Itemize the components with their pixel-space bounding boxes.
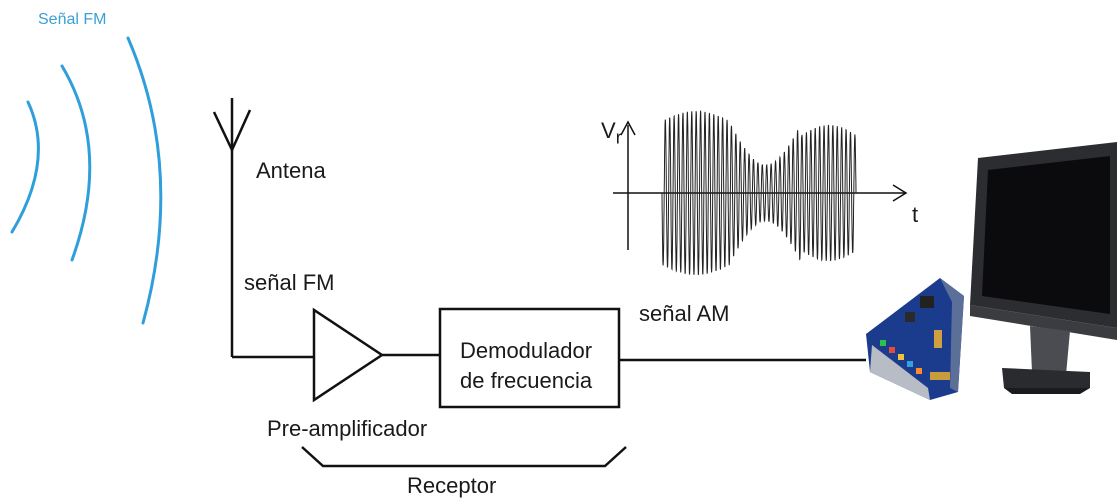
- receiver-bracket: [301, 446, 627, 468]
- axis-v: V: [601, 118, 616, 143]
- axis-v-sub: r: [615, 127, 622, 148]
- x-axis-arrow: [892, 184, 908, 202]
- demodulator-label: Demodulador de frecuencia: [460, 336, 592, 396]
- label-receiver: Receptor: [407, 473, 497, 498]
- y-axis-arrow: [620, 120, 636, 136]
- label-preamp: Pre-amplificador: [267, 416, 428, 441]
- demodulator-line1: Demodulador: [460, 338, 593, 363]
- antenna-icon: [212, 98, 252, 357]
- demodulator-box: [438, 307, 621, 409]
- radio-wave-icon: [10, 36, 163, 325]
- axis-label-t: t: [912, 202, 919, 227]
- sound-card-icon: [866, 278, 964, 400]
- label-fm-signal: señal FM: [244, 270, 335, 295]
- demodulator-line2: de frecuencia: [460, 368, 593, 393]
- label-antenna: Antena: [256, 158, 326, 183]
- title-fm-signal: Señal FM: [38, 11, 107, 28]
- amplifier-triangle-icon: [312, 307, 385, 403]
- am-waveform: [661, 109, 857, 275]
- label-am-signal: señal AM: [639, 301, 730, 326]
- monitor-icon: [970, 142, 1117, 394]
- axis-label-v: Vr: [601, 118, 622, 148]
- am-waveform-plot: [613, 109, 908, 275]
